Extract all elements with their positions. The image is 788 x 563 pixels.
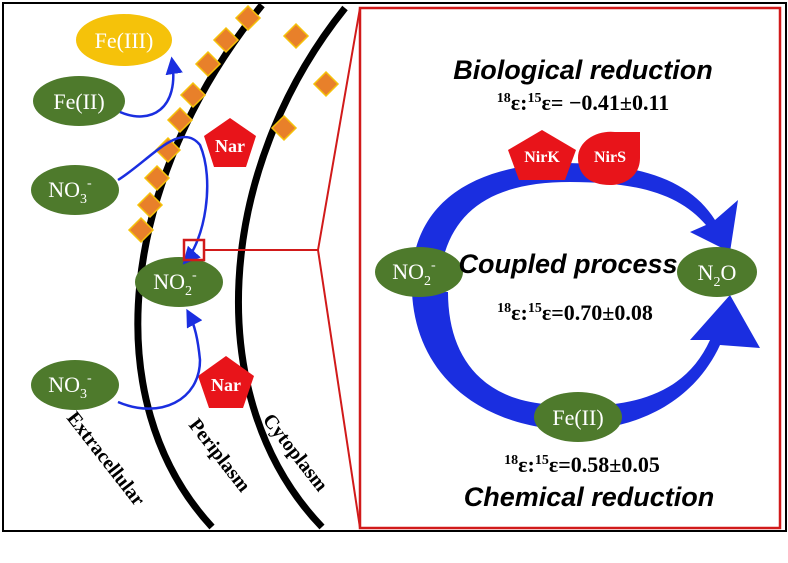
- iron-precipitate-diamond: [312, 70, 340, 98]
- iron-precipitate-diamond: [127, 216, 155, 244]
- iron-precipitate-diamond: [166, 106, 194, 134]
- chem-ratio: 18ε:15ε=0.58±0.05: [504, 452, 660, 477]
- nar-bottom-enzyme: Nar: [198, 356, 254, 408]
- no2-right-node: NO2-: [375, 247, 463, 297]
- nar-top-enzyme: Nar: [204, 118, 256, 167]
- no3-bottom-node: NO3-: [31, 360, 119, 410]
- bottom-arc-arrow: [412, 292, 760, 430]
- iron-precipitate-diamond: [194, 50, 222, 78]
- iron-precipitates: [127, 4, 340, 244]
- label-periplasm: Periplasm: [184, 415, 255, 497]
- fe2-right-label: Fe(II): [552, 405, 603, 430]
- zoom-connector-lower: [317, 249, 361, 529]
- arrow-fe2-to-fe3: [119, 56, 183, 118]
- nirs-enzyme: NirS: [578, 131, 640, 185]
- bio-ratio: 18ε:15ε= −0.41±0.11: [497, 90, 670, 115]
- chem-reduction-title: Chemical reduction: [464, 482, 715, 512]
- fe2-right-node: Fe(II): [534, 392, 622, 442]
- iron-precipitate-diamond: [234, 4, 262, 32]
- coupled-process-title: Coupled process: [458, 249, 677, 279]
- no3-top-node: NO3-: [31, 165, 119, 215]
- bio-reduction-title: Biological reduction: [453, 55, 713, 85]
- fe2-left-node: Fe(II): [33, 76, 125, 126]
- arrow-no3bottom-to-no2: [117, 308, 203, 410]
- fe3-node: Fe(III): [76, 14, 172, 66]
- coupled-ratio: 18ε:15ε=0.70±0.08: [497, 300, 653, 325]
- iron-precipitate-diamond: [212, 26, 240, 54]
- nar-bottom-label: Nar: [211, 375, 241, 395]
- inner-membrane: [235, 5, 348, 530]
- n2o-label: N2O: [698, 260, 737, 290]
- label-extracellular: Extracellular: [62, 408, 149, 511]
- no3-top-label: NO3-: [48, 176, 92, 207]
- iron-precipitate-diamond: [270, 114, 298, 142]
- iron-precipitate-diamond: [282, 22, 310, 50]
- nirs-label: NirS: [594, 149, 626, 166]
- top-arc-arrow: [415, 163, 738, 252]
- no2-left-label: NO2-: [153, 268, 197, 299]
- no2-left-node: NO2-: [135, 257, 223, 307]
- outer-frame: [2, 2, 787, 532]
- iron-precipitate-diamond: [154, 136, 182, 164]
- fe2-left-label: Fe(II): [53, 89, 104, 114]
- nirk-enzyme: NirK: [508, 130, 576, 180]
- iron-precipitate-diamond: [179, 81, 207, 109]
- iron-precipitate-diamond: [136, 191, 164, 219]
- reaction-cycle: [412, 163, 760, 430]
- fe3-label: Fe(III): [95, 28, 154, 53]
- nar-top-label: Nar: [215, 136, 245, 156]
- arrow-no3-to-no2: [117, 136, 209, 265]
- n2o-node: N2O: [677, 247, 757, 297]
- no3-bottom-label: NO3-: [48, 371, 92, 402]
- iron-precipitate-diamond: [143, 164, 171, 192]
- left-flow-arrows: [117, 56, 209, 410]
- nirk-label: NirK: [524, 149, 560, 166]
- no2-right-label: NO2-: [392, 258, 436, 289]
